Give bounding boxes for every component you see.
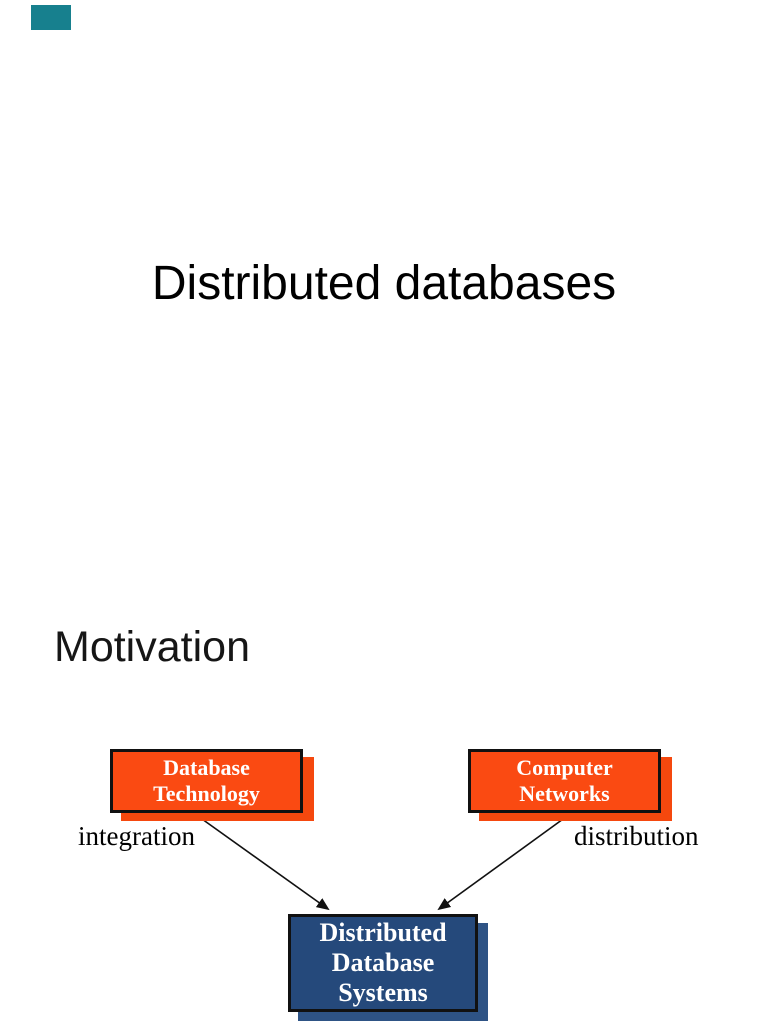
distribution-arrow — [437, 813, 571, 911]
integration-label: integration — [78, 821, 195, 851]
node-distributed-database-systems: Distributed Database Systems — [288, 914, 478, 1012]
motivation-heading: Motivation — [54, 623, 250, 671]
node-distributed-database-systems-line2: Database — [331, 948, 435, 977]
node-computer-networks-line2: Networks — [519, 781, 610, 806]
node-computer-networks: Computer Networks — [468, 749, 661, 813]
node-distributed-database-systems-line3: Systems — [338, 978, 428, 1007]
node-computer-networks-line1: Computer — [516, 755, 613, 780]
teal-corner-marker — [31, 5, 71, 30]
node-database-technology-line1: Database — [163, 755, 250, 780]
slide-title: Distributed databases — [151, 257, 617, 310]
node-database-technology-line2: Technology — [153, 781, 260, 806]
node-database-technology: Database Technology — [110, 749, 303, 813]
distribution-label: distribution — [574, 821, 699, 851]
node-distributed-database-systems-line1: Distributed — [319, 918, 447, 947]
integration-arrow — [194, 813, 330, 911]
